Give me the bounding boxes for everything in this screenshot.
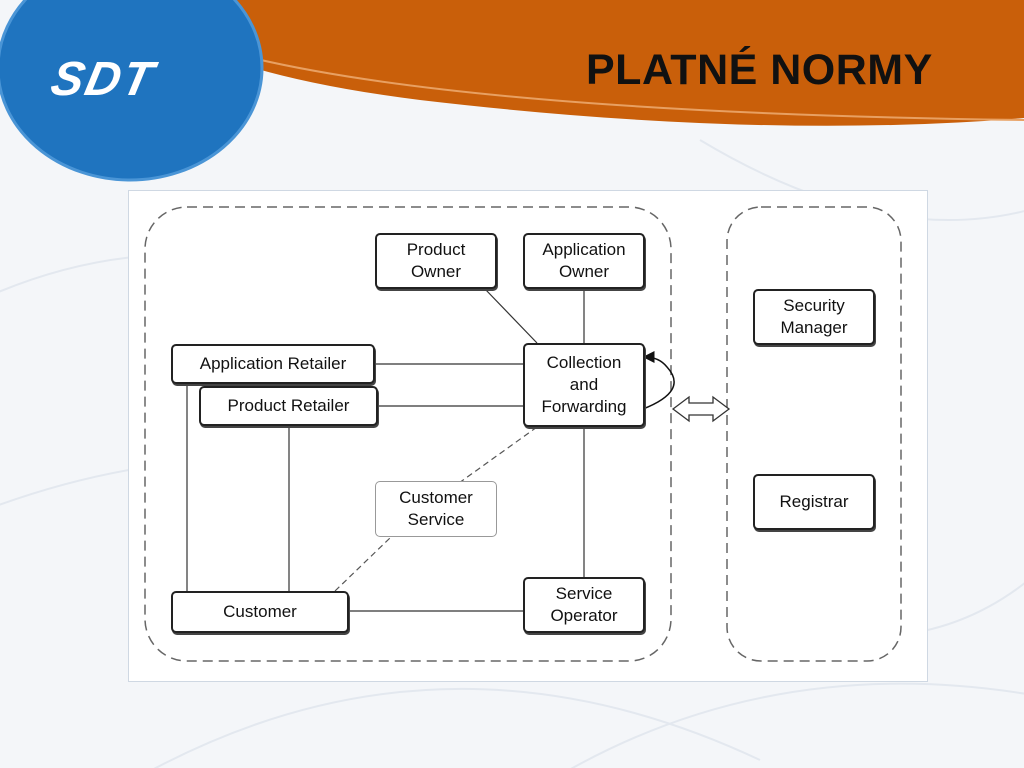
diagram-connectors	[144, 206, 902, 662]
header-band	[180, 0, 1024, 126]
double-arrow-between-domains	[671, 395, 731, 423]
node-application-owner: Application Owner	[523, 233, 645, 289]
node-security-manager: Security Manager	[753, 289, 875, 345]
node-service-operator: Service Operator	[523, 577, 645, 633]
node-customer-service: Customer Service	[375, 481, 497, 537]
logo-circle	[0, 0, 262, 180]
link-customer-service-collection	[458, 426, 538, 484]
sdt-logo: SDT	[46, 53, 160, 106]
link-product-owner-collection	[484, 288, 538, 344]
node-customer: Customer	[171, 591, 349, 633]
node-product-owner: Product Owner	[375, 233, 497, 289]
collection-self-loop	[642, 351, 675, 410]
node-collection-forwarding: Collection and Forwarding	[523, 343, 645, 427]
node-registrar: Registrar	[753, 474, 875, 530]
node-product-retailer: Product Retailer	[199, 386, 378, 426]
link-customer-customer-service	[334, 536, 392, 592]
node-application-retailer: Application Retailer	[171, 344, 375, 384]
right-domain-boundary	[726, 206, 902, 662]
slide-title: PLATNÉ NORMY	[586, 46, 933, 94]
left-domain-boundary	[144, 206, 672, 662]
diagram-panel: Product Owner Application Owner Applicat…	[128, 190, 928, 682]
